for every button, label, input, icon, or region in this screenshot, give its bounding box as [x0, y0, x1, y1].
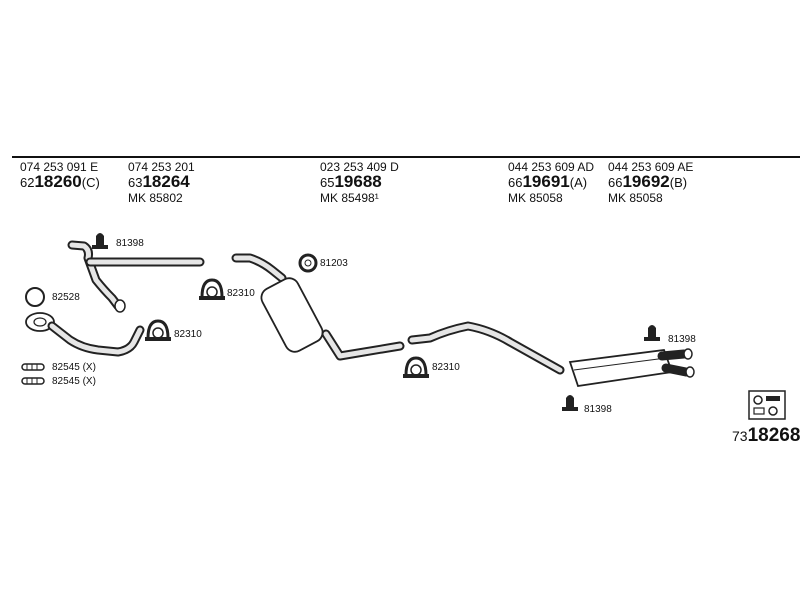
- label-81398: 81398: [668, 334, 696, 345]
- mounting-kit-icon: [748, 390, 786, 420]
- kit-number: 7318268: [732, 425, 800, 446]
- header-divider: [12, 156, 800, 158]
- front-pipe: [67, 240, 205, 313]
- down-pipe: [25, 312, 145, 357]
- label-82310: 82310: [227, 288, 255, 299]
- oem-number: 074 253 201: [128, 160, 195, 174]
- label-82545: 82545 (X): [52, 376, 96, 387]
- oem-number: 044 253 609 AD: [508, 160, 595, 174]
- part-header-5: 044 253 609 AE 6619692(B) MK 85058: [608, 160, 693, 205]
- label-82310: 82310: [432, 362, 460, 373]
- part-header-4: 044 253 609 AD 6619691(A) MK 85058: [508, 160, 594, 205]
- clamp-icon: [403, 356, 429, 378]
- label-82528: 82528: [52, 292, 80, 303]
- spring-bolt-icon: [21, 363, 45, 371]
- oem-number: 023 253 409 D: [320, 160, 399, 174]
- part-header-2: 074 253 201 6318264 MK 85802: [128, 160, 195, 205]
- oem-number: 074 253 091 E: [20, 160, 99, 174]
- mk-number: MK 85802: [128, 191, 183, 205]
- mk-number: MK 85058: [608, 191, 663, 205]
- clamp-icon: [199, 278, 225, 300]
- catalog-number: 6519688: [320, 172, 382, 191]
- rubber-hanger-icon: [92, 233, 108, 249]
- rear-silencer: [407, 321, 695, 388]
- label-82545: 82545 (X): [52, 362, 96, 373]
- part-header-3: 023 253 409 D 6519688 MK 85498¹: [320, 160, 399, 205]
- label-82310: 82310: [174, 329, 202, 340]
- part-header-1: 074 253 091 E 6218260(C): [20, 160, 100, 190]
- mk-number: MK 85498¹: [320, 191, 379, 205]
- catalog-number: 6318264: [128, 172, 190, 191]
- mk-number: MK 85058: [508, 191, 563, 205]
- rubber-hanger-icon: [562, 395, 578, 411]
- gasket-ring-icon: [25, 287, 45, 307]
- middle-silencer: [231, 253, 405, 361]
- clamp-icon: [145, 319, 171, 341]
- label-81398: 81398: [116, 238, 144, 249]
- rubber-hanger-icon: [644, 325, 660, 341]
- rubber-ring-icon: [298, 253, 318, 273]
- oem-number: 044 253 609 AE: [608, 160, 694, 174]
- label-81398: 81398: [584, 404, 612, 415]
- spring-bolt-icon: [21, 377, 45, 385]
- label-81203: 81203: [320, 258, 348, 269]
- catalog-number: 6619691(A): [508, 172, 588, 191]
- catalog-number: 6619692(B): [608, 172, 688, 191]
- catalog-number: 6218260(C): [20, 172, 100, 191]
